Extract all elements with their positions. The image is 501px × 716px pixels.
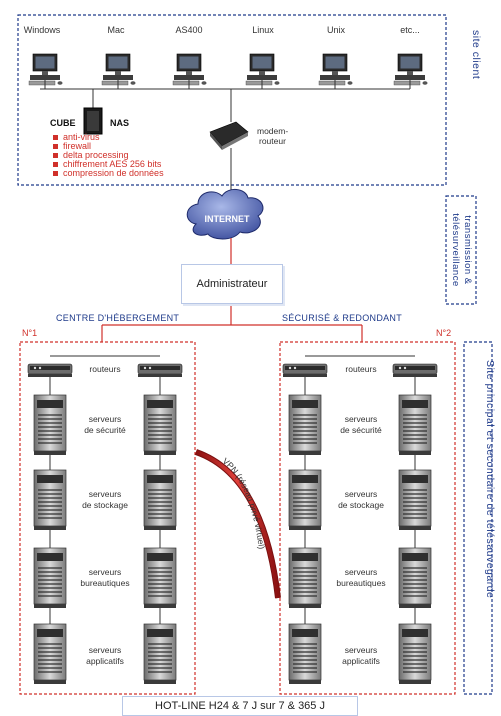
site-n1-row-labels: routeurs serveurs de sécurité serveurs d…	[80, 364, 129, 666]
site-n2-frame	[279, 341, 456, 695]
pc-etc	[393, 53, 428, 86]
site-n2-row-labels: routeurs serveurs de sécurité serveurs d…	[336, 364, 385, 666]
n2-apps-label-1: serveurs	[345, 645, 378, 655]
pc-linux	[245, 53, 280, 86]
site-n2-label: N°2	[436, 328, 451, 338]
router-n1-right	[137, 363, 183, 378]
modem-label-2: routeur	[259, 136, 286, 146]
feature-compression: compression de données	[63, 168, 164, 178]
client-site-frame	[17, 14, 447, 186]
side-label-client: site client	[470, 30, 482, 80]
os-label-etc: etc...	[400, 25, 420, 35]
os-label-as400: AS400	[175, 25, 202, 35]
pc-unix	[318, 53, 353, 86]
feature-firewall: firewall	[63, 141, 91, 151]
os-label-linux: Linux	[252, 25, 274, 35]
site-n2-equipment	[282, 355, 438, 685]
n1-storage-label-2: de stockage	[82, 500, 128, 510]
side-label-site: Site principal et secondaire de télésauv…	[484, 360, 496, 599]
site-n1-frame	[19, 341, 196, 695]
internet-cloud: INTERNET	[186, 189, 264, 240]
cube-label: CUBE	[50, 118, 76, 128]
internet-label: INTERNET	[205, 214, 251, 224]
n2-security-label-1: serveurs	[345, 414, 378, 424]
n1-apps-label-2: applicatifs	[86, 656, 124, 666]
n1-security-label-2: de sécurité	[84, 425, 126, 435]
header-left: CENTRE D'HÉBERGEMENT	[56, 313, 179, 323]
administrator-box: Administrateur	[181, 264, 283, 304]
feature-antivirus: anti-virus	[63, 132, 100, 142]
hotline-banner: HOT-LINE H24 & 7 J sur 7 & 365 J	[122, 696, 358, 716]
n2-storage-label-2: de stockage	[338, 500, 384, 510]
n1-routers-label: routeurs	[89, 364, 120, 374]
modem-router: modem- routeur	[209, 121, 288, 150]
n2-apps-label-2: applicatifs	[342, 656, 380, 666]
router-n1-left	[27, 363, 73, 378]
pc-windows	[28, 53, 63, 86]
os-label-unix: Unix	[327, 25, 346, 35]
modem-label-1: modem-	[257, 126, 288, 136]
feature-delta: delta processing	[63, 150, 129, 160]
n1-apps-label-1: serveurs	[89, 645, 122, 655]
n2-storage-label-1: serveurs	[345, 489, 378, 499]
n2-routers-label: routeurs	[345, 364, 376, 374]
os-label-windows: Windows	[24, 25, 61, 35]
router-n2-left	[282, 363, 328, 378]
n1-office-label-1: serveurs	[89, 567, 122, 577]
pc-as400	[172, 53, 207, 86]
vpn-link: VPN (réseau privé virtuel)	[194, 449, 281, 599]
n2-office-label-1: serveurs	[345, 567, 378, 577]
n1-security-label-1: serveurs	[89, 414, 122, 424]
cube-feature-list: anti-virus firewall delta processing chi…	[53, 132, 164, 178]
cube-nas-device: CUBE NAS	[50, 107, 129, 135]
side-label-transmission: transmission & télésurveillance	[450, 213, 473, 287]
transmission-frame	[445, 195, 477, 305]
header-right: SÉCURISÉ & REDONDANT	[282, 313, 402, 323]
pc-mac	[101, 53, 136, 86]
site-n1-equipment	[27, 355, 183, 685]
os-row: Windows Mac AS400 Linux Unix etc...	[24, 25, 428, 90]
n2-security-label-2: de sécurité	[340, 425, 382, 435]
feature-aes: chiffrement AES 256 bits	[63, 159, 162, 169]
router-n2-right	[392, 363, 438, 378]
site-n1-label: N°1	[22, 328, 37, 338]
os-label-mac: Mac	[107, 25, 125, 35]
nas-label: NAS	[110, 118, 129, 128]
n2-office-label-2: bureautiques	[336, 578, 385, 588]
n1-office-label-2: bureautiques	[80, 578, 129, 588]
n1-storage-label-1: serveurs	[89, 489, 122, 499]
